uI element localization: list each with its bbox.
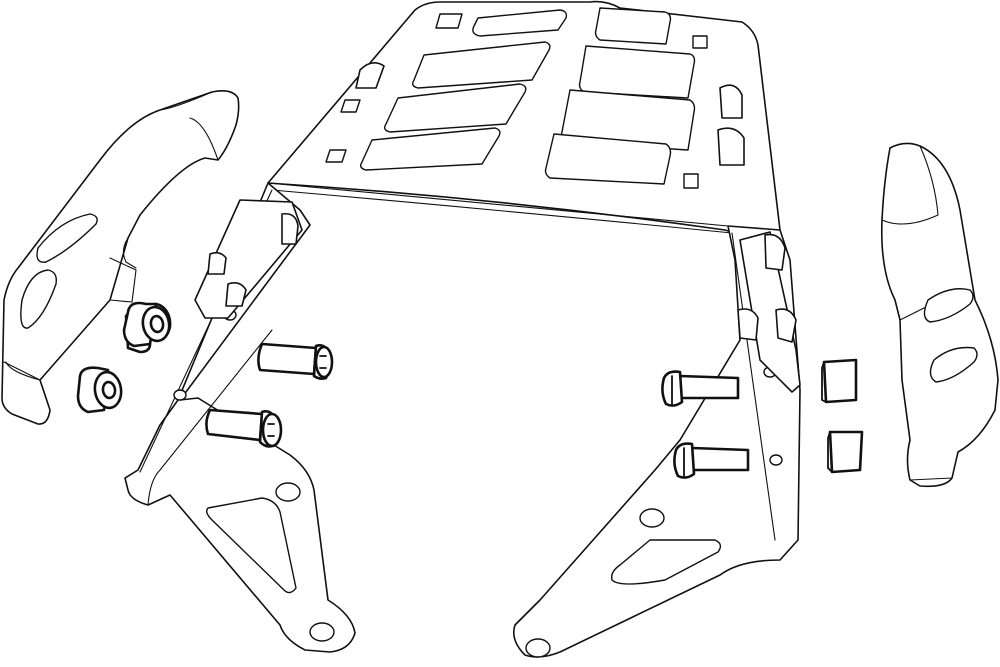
square-washer-1 <box>821 358 858 404</box>
spacer-bushing-2 <box>76 366 123 414</box>
button-head-bolt-1 <box>257 342 334 380</box>
rack-left-leg <box>124 182 356 653</box>
spacer-bushing-1 <box>122 301 172 354</box>
square-washer-2 <box>827 430 864 474</box>
button-head-bolt-3 <box>661 370 740 407</box>
left-grab-handle <box>1 90 240 425</box>
button-head-bolt-2 <box>205 408 283 448</box>
button-head-bolt-4 <box>673 442 750 479</box>
deck-slots <box>325 7 708 189</box>
right-grab-handle <box>880 142 999 488</box>
rack-plate <box>124 0 801 658</box>
